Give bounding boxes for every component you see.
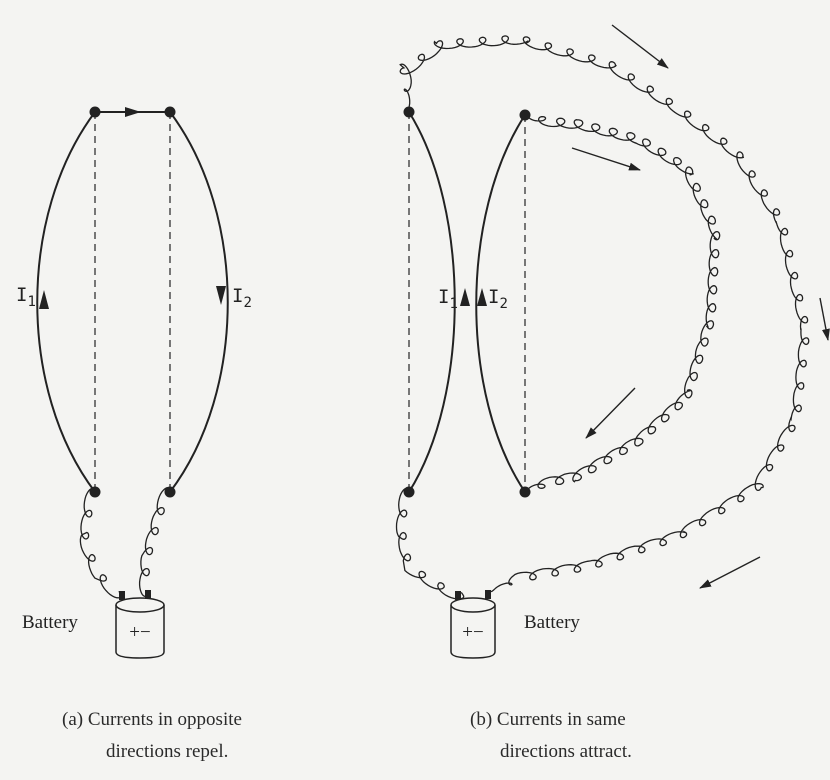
coiled-lead-wire (395, 487, 465, 600)
coiled-inner-wire (524, 114, 721, 493)
current-arrow-i1 (39, 290, 49, 309)
caption-a: (a) Currents in opposite directions repe… (62, 704, 242, 768)
coiled-lead-wire (138, 487, 171, 598)
battery-b: +− (450, 590, 496, 659)
battery-label-b: Battery (524, 612, 580, 633)
wire-i2 (475, 114, 526, 493)
current-label-i1: I1 (438, 286, 458, 312)
current-label-i2: I2 (232, 285, 252, 311)
coiled-lead-wire (79, 487, 122, 599)
current-arrow-i1 (460, 288, 470, 306)
junction-dot (89, 106, 101, 118)
battery-label-a: Battery (22, 612, 78, 633)
caption-b-line2: directions attract. (500, 741, 632, 762)
wire-i1 (36, 111, 96, 493)
current-arrow-i2 (477, 288, 487, 306)
caption-b-line1: (b) Currents in same (470, 709, 626, 730)
battery-terminal-signs: +− (129, 622, 150, 643)
current-arrow-i2 (216, 286, 226, 305)
junction-dot (164, 106, 176, 118)
battery-terminal-signs: +− (462, 622, 483, 643)
panel-b: +− I1 I2 Battery (395, 24, 830, 659)
caption-a-line2: directions repel. (106, 741, 229, 762)
current-label-i2: I2 (488, 286, 508, 312)
coiled-outer-wire (399, 35, 810, 593)
flow-arrow (571, 147, 641, 171)
wire-i2 (169, 111, 229, 493)
flow-arrow (699, 556, 761, 589)
top-wire-arrow (125, 107, 141, 117)
caption-b: (b) Currents in same directions attract. (470, 704, 632, 768)
flow-arrow (819, 297, 830, 341)
flow-arrow (611, 24, 669, 69)
flow-arrow (585, 387, 636, 439)
caption-a-line1: (a) Currents in opposite (62, 709, 242, 730)
panel-a: +− I1 I2 Battery (16, 106, 252, 659)
battery-a: +− (115, 590, 165, 659)
current-label-i1: I1 (16, 284, 36, 310)
wire-i1 (408, 111, 456, 493)
